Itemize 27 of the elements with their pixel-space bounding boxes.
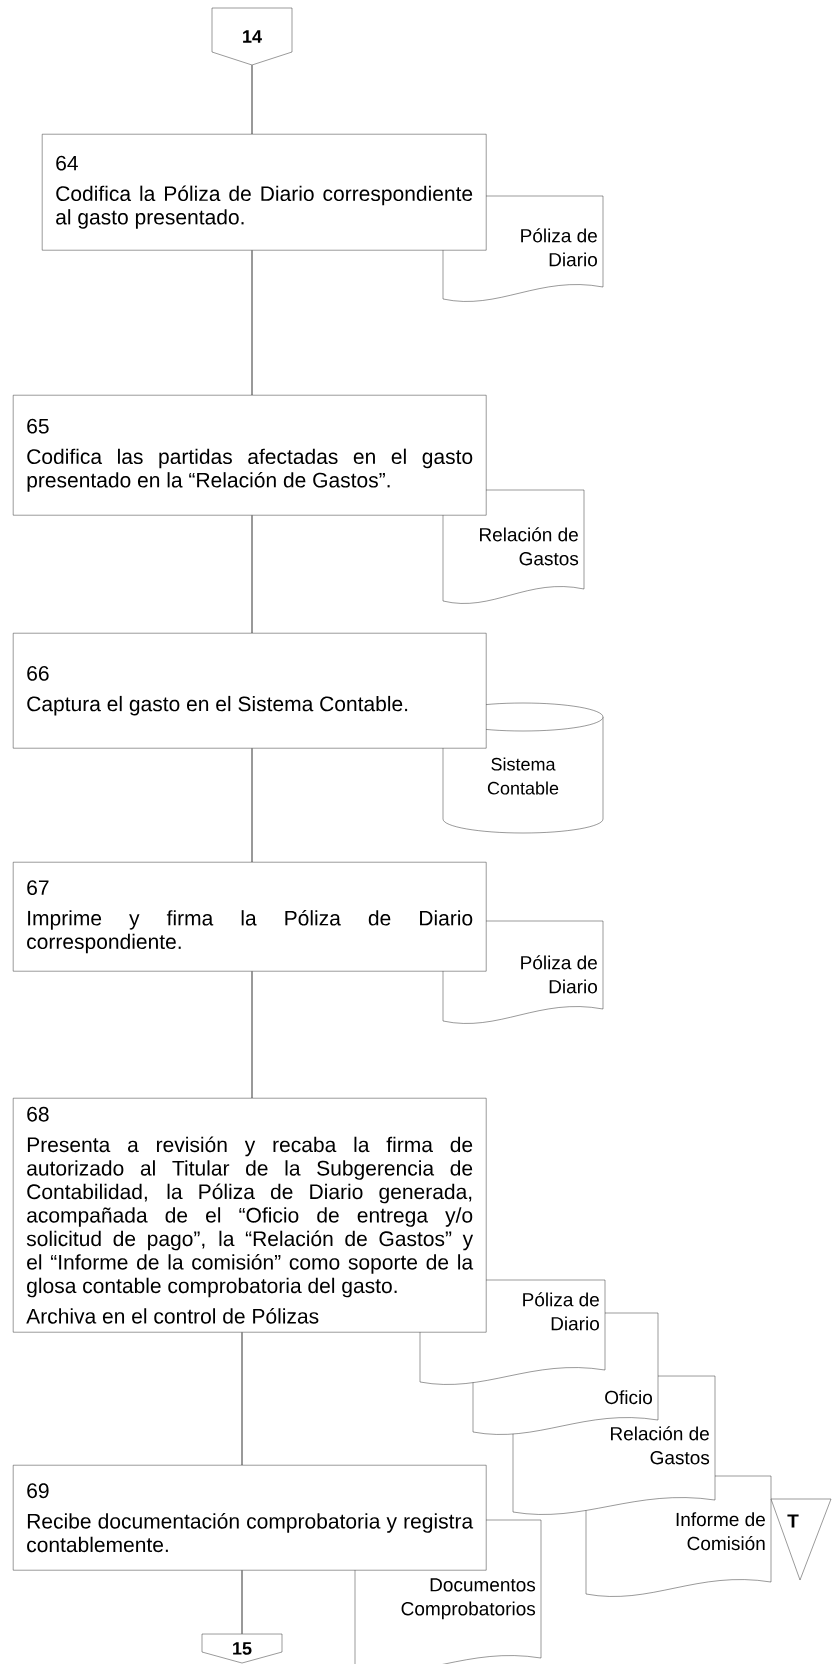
- connector-line: [251, 515, 253, 634]
- step-number: 67: [27, 880, 49, 896]
- triangle-connector: T: [770, 1498, 832, 1581]
- step-number: 69: [27, 1483, 49, 1499]
- process-box: [13, 862, 487, 972]
- connector-line: [241, 1570, 243, 1635]
- step-description: Archiva en el control de Pólizas: [26, 1308, 319, 1324]
- connector-line: [241, 1332, 243, 1466]
- step-number: 66: [27, 665, 49, 681]
- process-box: [42, 134, 487, 251]
- connector-line: [251, 971, 253, 1099]
- connector-line: [251, 250, 253, 396]
- connector-line: [251, 748, 253, 863]
- step-description: Codifica las partidas afectadas en el gasto presentado en la “Relación de Gastos”.: [27, 448, 473, 492]
- offpage-connector: 15: [201, 1633, 283, 1664]
- process-box: [13, 1098, 487, 1333]
- process-box: [13, 633, 487, 749]
- node-label: T: [787, 1514, 799, 1528]
- process-box: [13, 1465, 487, 1571]
- process-box: [13, 395, 487, 516]
- step-number: 64: [56, 155, 78, 171]
- offpage-connector: 14: [211, 7, 293, 66]
- step-number: 65: [27, 418, 49, 434]
- connector-line: [251, 64, 253, 135]
- step-description: Captura el gasto en el Sistema Contable.: [27, 695, 408, 716]
- step-number: 68: [27, 1106, 49, 1122]
- database-cylinder: Sistema Contable: [442, 702, 604, 834]
